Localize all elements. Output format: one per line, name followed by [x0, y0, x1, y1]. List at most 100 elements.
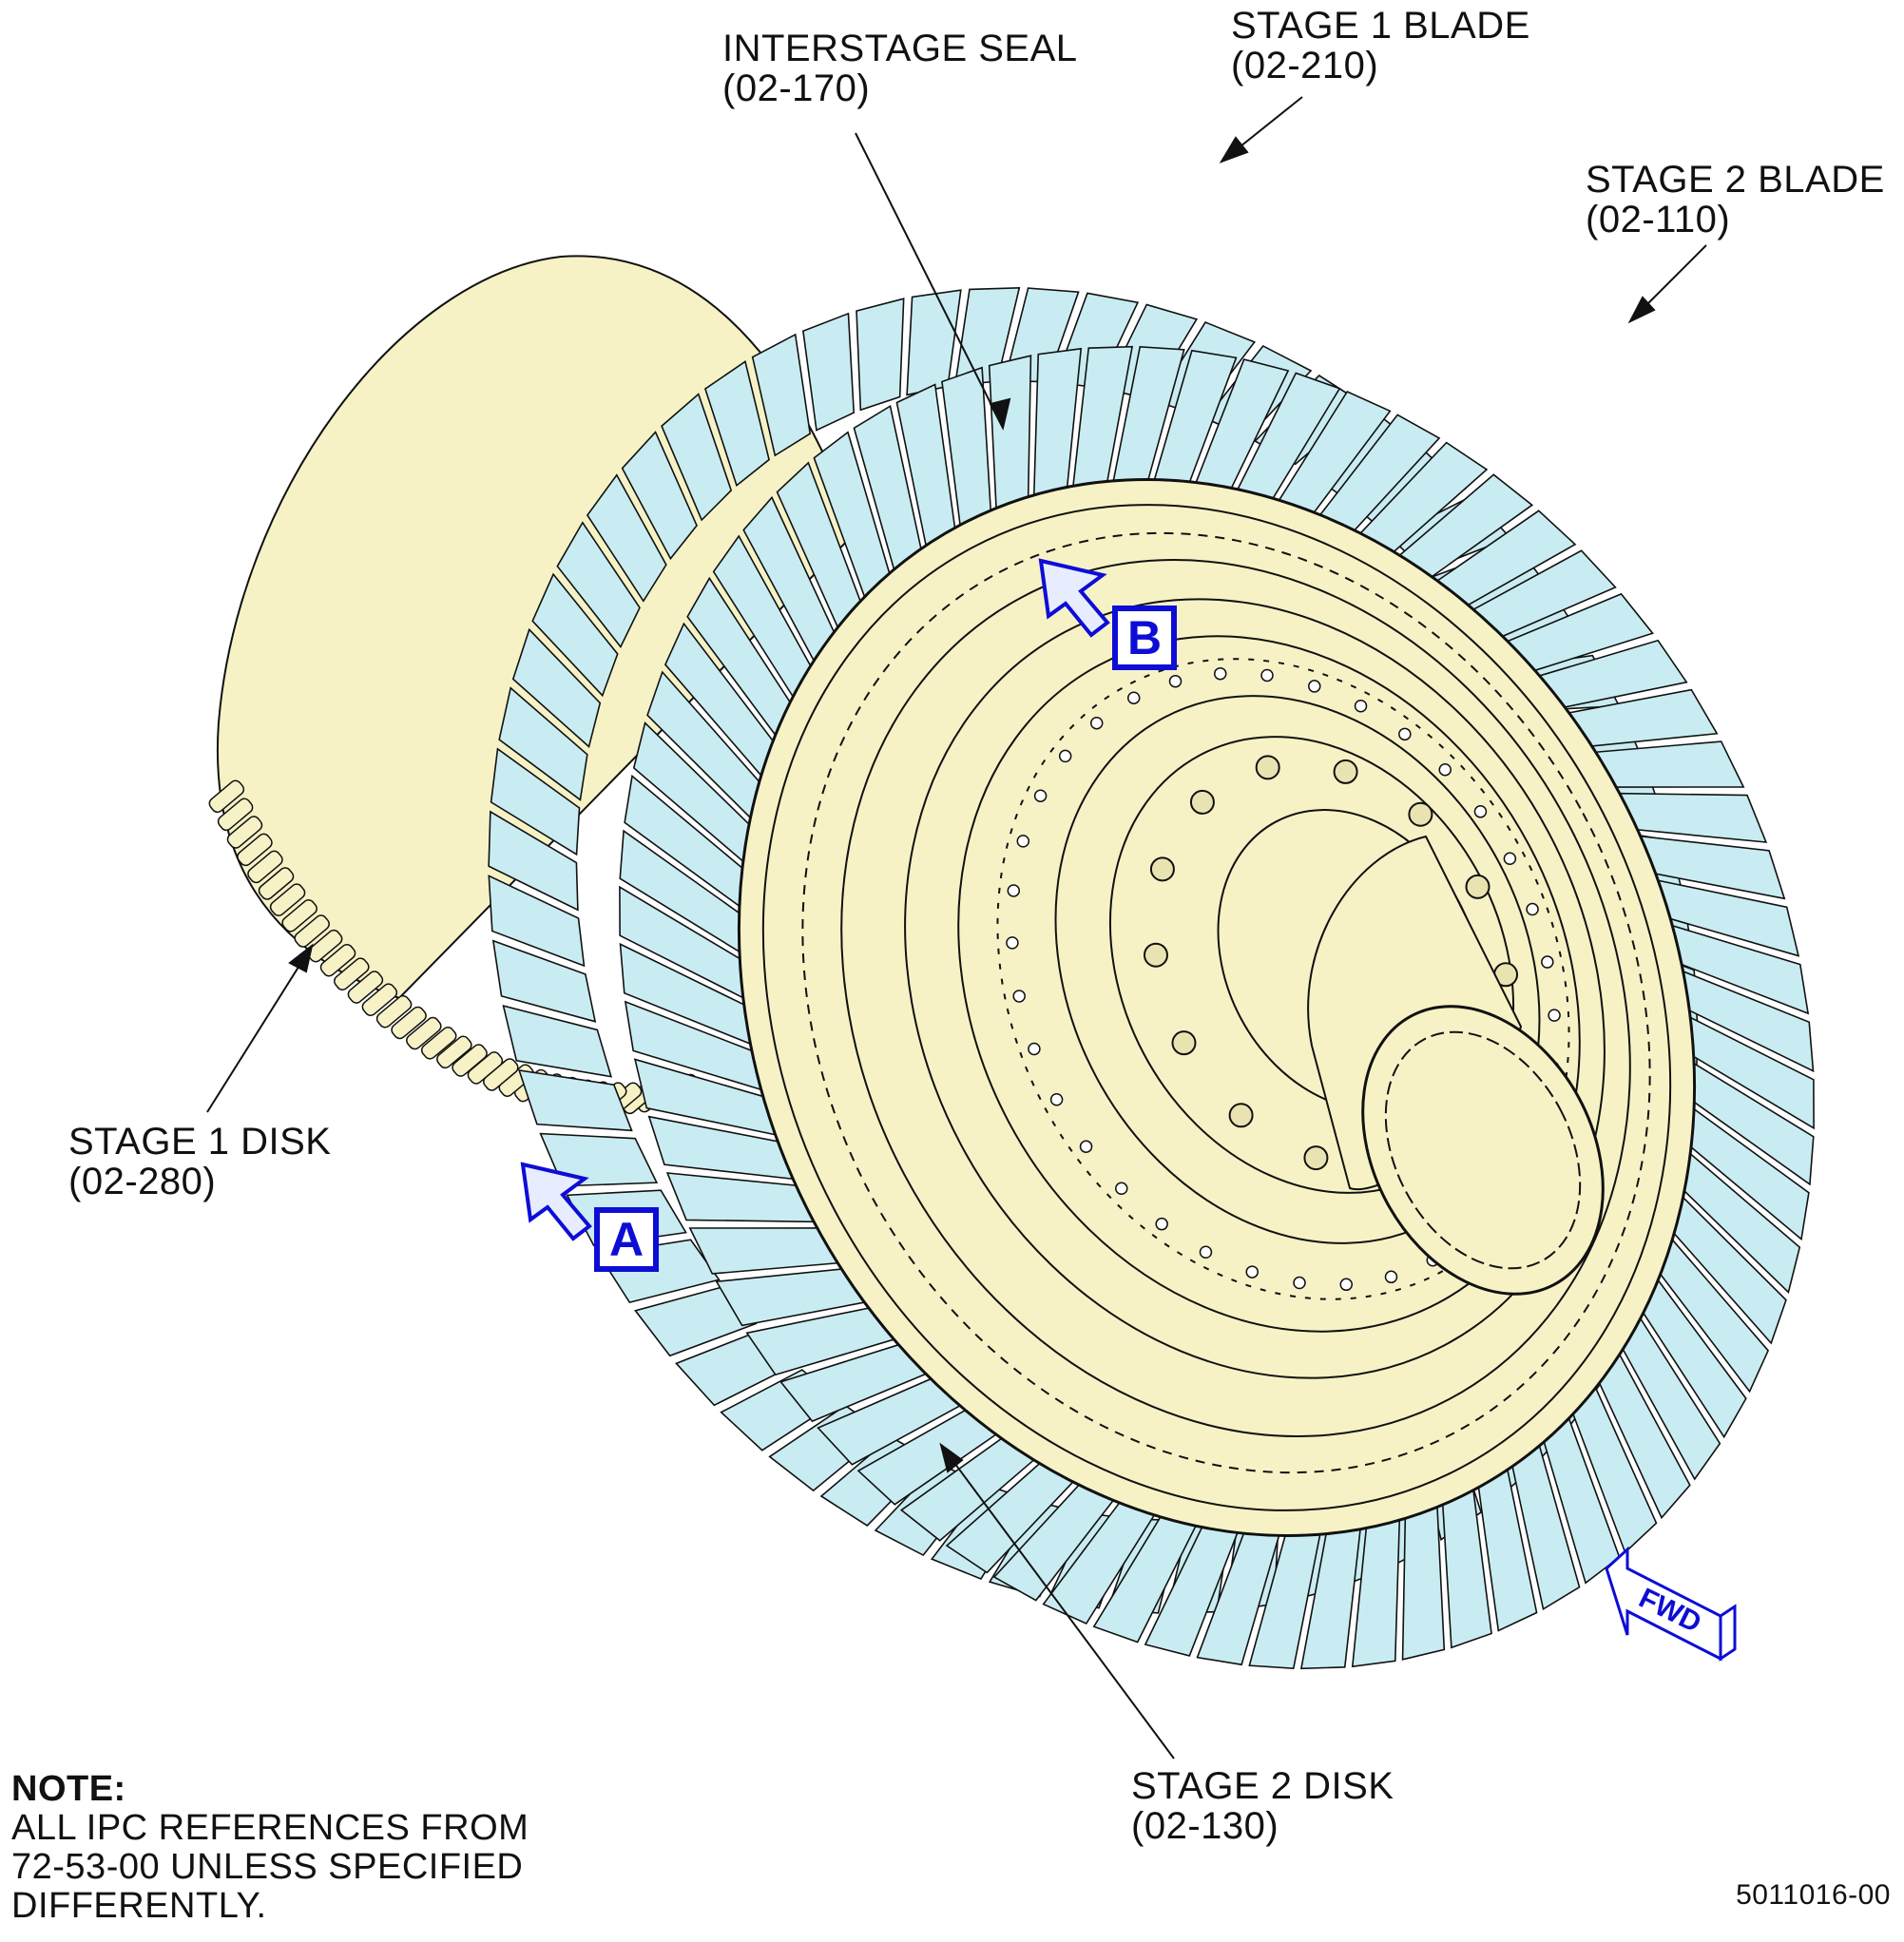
- bolt-hole: [1339, 1278, 1354, 1292]
- interstage-seal-ref: (02-170): [722, 67, 871, 109]
- disk-tooth: [217, 798, 254, 832]
- fwd-direction-arrow: FWD: [1605, 1546, 1737, 1662]
- disk-tooth: [406, 1016, 442, 1050]
- disk-tooth: [226, 816, 263, 849]
- bolt-hole: [1213, 666, 1227, 681]
- bolt-hole: [1260, 668, 1274, 683]
- note-block: NOTE: ALL IPC REFERENCES FROM 72-53-00 U…: [11, 1770, 529, 1926]
- stage-1-blade: [751, 333, 812, 457]
- stage-1-blade: [556, 521, 641, 648]
- stage-1-blade: [490, 747, 581, 856]
- stage-1-blade-name: STAGE 1 BLADE: [1231, 5, 1530, 47]
- disk-tooth: [420, 1027, 457, 1060]
- bolt-hole: [1308, 680, 1321, 693]
- stage-1-blade: [488, 810, 579, 912]
- stage-1-blade: [531, 572, 619, 698]
- hub-bolt: [1303, 1145, 1329, 1171]
- disk-tooth: [452, 1044, 488, 1077]
- hub-bolt: [1408, 801, 1433, 827]
- disk-tooth: [375, 994, 413, 1029]
- bolt-hole: [1007, 884, 1021, 897]
- bolt-hole: [1548, 1009, 1561, 1022]
- interstage-seal-name: INTERSTAGE SEAL: [722, 28, 1078, 69]
- stage-2-blade-name: STAGE 2 BLADE: [1586, 159, 1885, 201]
- bolt-hole: [1126, 691, 1141, 704]
- stage-2-disk-label: STAGE 2 DISK (02-130): [1131, 1766, 1394, 1846]
- bolt-hole: [1438, 762, 1452, 777]
- stage-1-blade: [539, 1132, 659, 1187]
- disk-tooth: [269, 883, 306, 916]
- disk-tooth: [237, 833, 273, 867]
- disk-tooth: [334, 957, 370, 990]
- stage-1-disk-ref: (02-280): [68, 1161, 217, 1202]
- bolt-hole: [1155, 1217, 1168, 1231]
- callout-box-b[interactable]: B: [1112, 606, 1177, 670]
- stage-1-blade: [856, 298, 905, 412]
- stage-2-blade: [688, 1227, 839, 1275]
- bolt-hole: [1006, 936, 1019, 950]
- hub-bolt: [1465, 874, 1491, 899]
- hub-bolt: [1189, 789, 1215, 815]
- stage-1-blade: [491, 939, 597, 1023]
- figure-number: 5011016-00: [1736, 1879, 1891, 1911]
- interstage-seal-label: INTERSTAGE SEAL (02-170): [722, 29, 1078, 108]
- stage-2-blade: [988, 355, 1032, 510]
- bolt-hole: [1541, 955, 1554, 969]
- disk-tooth: [347, 971, 384, 1004]
- disk-tooth: [391, 1006, 427, 1040]
- stage-2-disk-name: STAGE 2 DISK: [1131, 1765, 1394, 1807]
- stage-2-disk-ref: (02-130): [1131, 1805, 1279, 1847]
- stage-1-blade: [621, 431, 698, 561]
- disk-tooth: [281, 899, 317, 933]
- hub-bolt: [1228, 1103, 1254, 1128]
- stage-1-blade-ref: (02-210): [1231, 45, 1379, 87]
- disk-tooth: [361, 983, 398, 1016]
- stage-2-disk: [738, 478, 1696, 1537]
- note-line-3: DIFFERENTLY.: [11, 1886, 267, 1926]
- bolt-hole: [1079, 1140, 1093, 1153]
- bolt-hole: [1115, 1182, 1128, 1196]
- bolt-hole: [1473, 805, 1488, 818]
- bolt-hole: [1245, 1265, 1259, 1279]
- callout-arrow-b: [1038, 558, 1110, 638]
- stage-1-blade: [802, 312, 856, 432]
- stage-2-blade-label: STAGE 2 BLADE (02-110): [1586, 160, 1885, 240]
- callout-box-a[interactable]: A: [594, 1207, 659, 1272]
- stage-1-blade: [661, 393, 733, 522]
- bolt-hole: [1168, 674, 1183, 688]
- stage-2-blade-ref: (02-110): [1586, 199, 1731, 240]
- stage-1-blade: [703, 359, 770, 488]
- bolt-hole: [1016, 835, 1030, 848]
- disk-tooth: [208, 779, 245, 814]
- note-line-2: 72-53-00 UNLESS SPECIFIED: [11, 1847, 524, 1887]
- hub-bolt: [1171, 1030, 1197, 1056]
- stage-1-disk-name: STAGE 1 DISK: [68, 1121, 332, 1163]
- note-heading: NOTE:: [11, 1769, 126, 1809]
- bolt-hole: [1503, 852, 1517, 865]
- stage-2-blade: [1618, 792, 1768, 843]
- disk-tooth: [258, 867, 295, 900]
- bolt-hole: [1058, 749, 1072, 763]
- disk-tooth: [306, 929, 343, 963]
- bolt-hole: [1089, 716, 1104, 730]
- stage-1-blade: [517, 1068, 633, 1132]
- hub-bolt: [1143, 942, 1168, 968]
- callout-arrow-a: [520, 1162, 592, 1241]
- bolt-hole: [1354, 700, 1368, 713]
- leader-lines: [206, 96, 1707, 1759]
- bolt-hole: [1012, 990, 1026, 1003]
- stage-1-blade: [502, 1005, 613, 1078]
- disk-tooth: [294, 914, 330, 948]
- bolt-hole: [1199, 1245, 1213, 1259]
- bolt-hole: [1049, 1093, 1064, 1106]
- disk-tooth: [436, 1035, 472, 1069]
- stage-1-blade-label: STAGE 1 BLADE (02-210): [1231, 6, 1530, 86]
- bolt-hole: [1028, 1042, 1041, 1056]
- disk-tooth: [319, 943, 356, 977]
- stage-1-blade: [498, 686, 588, 801]
- bolt-hole: [1526, 902, 1539, 916]
- bolt-hole: [1398, 727, 1412, 741]
- disk-tooth: [247, 850, 283, 884]
- stage-1-blade: [511, 627, 602, 749]
